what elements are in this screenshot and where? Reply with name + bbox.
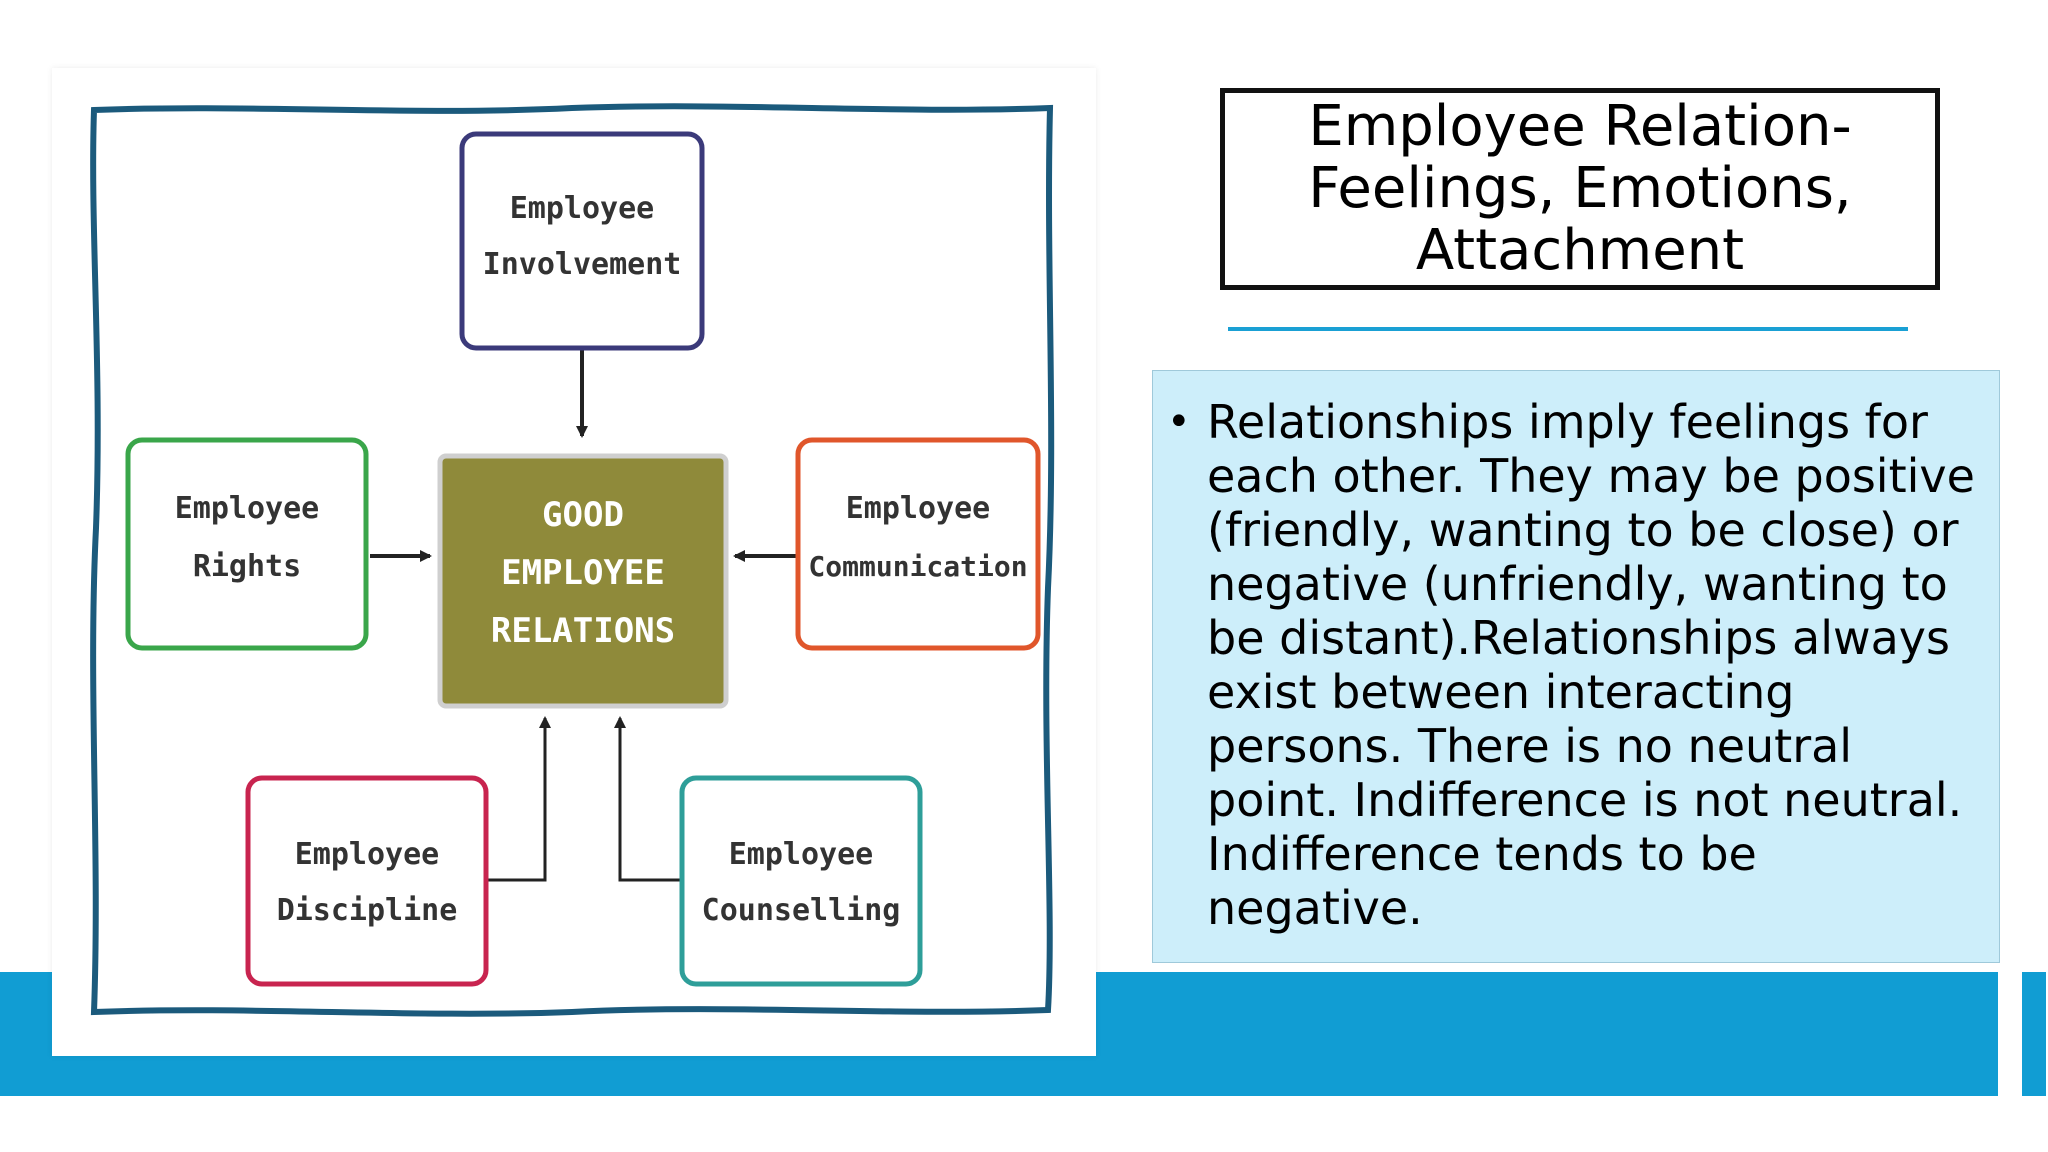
content-text-box: • Relationships imply feelings for each …	[1152, 370, 2000, 963]
discipline-label-line2: Discipline	[277, 893, 458, 928]
box-employee-counselling: Employee Counselling	[679, 775, 923, 987]
employee-relations-diagram: GOOD EMPLOYEE RELATIONS Employee Involve…	[90, 103, 1055, 1017]
communication-label-line1: Employee	[846, 491, 991, 526]
slide-title: Employee Relation- Feelings, Emotions, A…	[1308, 94, 1852, 283]
box-employee-rights: Employee Rights	[125, 437, 369, 651]
footer-accent-tick	[2022, 972, 2046, 1096]
bullet-list: • Relationships imply feelings for each …	[1153, 371, 1999, 935]
bullet-item: • Relationships imply feelings for each …	[1167, 395, 1979, 935]
bullet-glyph: •	[1167, 399, 1191, 445]
box-employee-involvement: Employee Involvement	[459, 131, 705, 351]
involvement-label-line2: Involvement	[483, 247, 682, 282]
center-label-line2: EMPLOYEE	[501, 553, 665, 593]
involvement-label-line1: Employee	[510, 191, 655, 226]
diagram-frame	[90, 103, 1055, 1017]
slide-title-box: Employee Relation- Feelings, Emotions, A…	[1220, 88, 1940, 290]
counselling-label-line1: Employee	[729, 837, 874, 872]
arrow-counselling-to-center	[614, 716, 682, 882]
center-label-line1: GOOD	[542, 495, 624, 535]
rights-label-line2: Rights	[193, 549, 301, 584]
box-employee-communication: Employee Communication	[795, 437, 1041, 651]
counselling-label-line2: Counselling	[702, 893, 901, 928]
arrow-discipline-to-center	[488, 716, 551, 882]
bullet-text: Relationships imply feelings for each ot…	[1207, 395, 1975, 935]
box-employee-discipline: Employee Discipline	[245, 775, 489, 987]
rights-label-line1: Employee	[175, 491, 320, 526]
title-underline	[1228, 327, 1908, 331]
diagram-image: GOOD EMPLOYEE RELATIONS Employee Involve…	[52, 68, 1096, 1056]
communication-label-line2: Communication	[808, 550, 1027, 583]
center-label-line3: RELATIONS	[491, 611, 675, 651]
discipline-label-line1: Employee	[295, 837, 440, 872]
center-box-good-employee-relations: GOOD EMPLOYEE RELATIONS	[437, 453, 729, 709]
